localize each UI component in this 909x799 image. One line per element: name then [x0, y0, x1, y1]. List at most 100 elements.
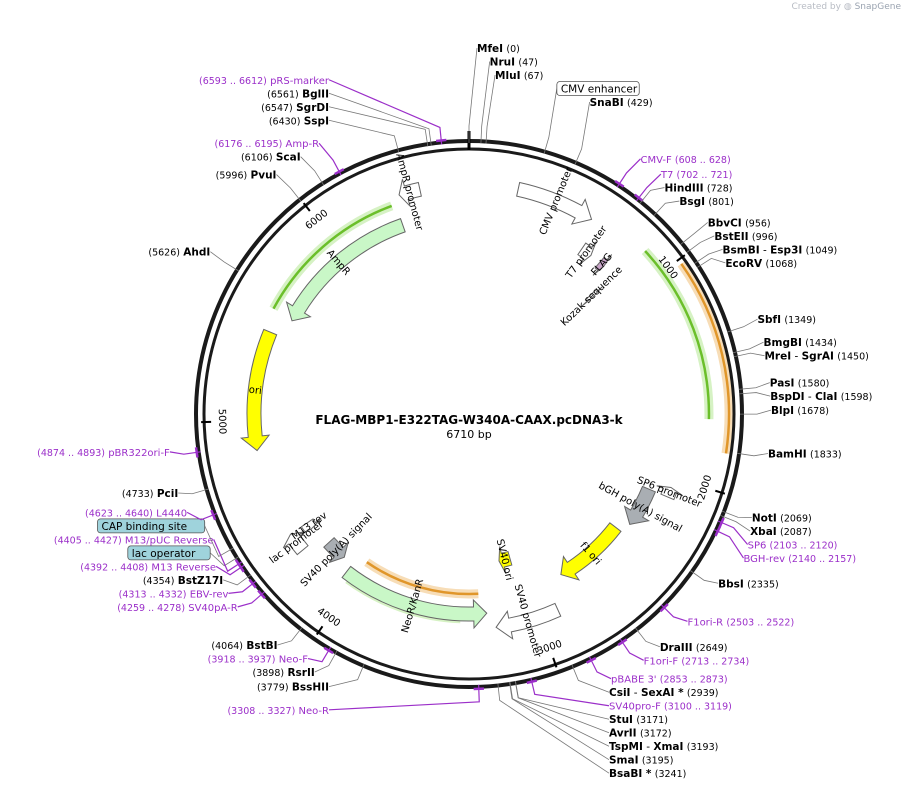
feature-sv40-ori[interactable]	[498, 546, 513, 575]
feature-t7-promoter[interactable]	[577, 241, 597, 265]
site-pasi[interactable]: PasI (1580)	[770, 378, 830, 390]
site-sv40pro-f[interactable]: SV40pro-F (3100 .. 3119)	[609, 702, 732, 713]
site-sbfi[interactable]: SbfI (1349)	[757, 314, 816, 326]
site-cmv-f[interactable]: CMV-F (608 .. 628)	[641, 155, 731, 166]
feature-m13-rev[interactable]	[298, 518, 322, 536]
site-blpi[interactable]: BlpI (1678)	[771, 405, 829, 417]
site-bgh-rev[interactable]: BGH-rev (2140 .. 2157)	[743, 554, 856, 565]
site-noti[interactable]: NotI (2069)	[752, 513, 812, 525]
site-t7[interactable]: T7 (702 .. 721)	[660, 170, 732, 181]
site-amp-r[interactable]: (6176 .. 6195) Amp-R	[215, 139, 320, 150]
tick-mark	[315, 625, 324, 636]
site-bglii[interactable]: (6561) BglII	[267, 88, 329, 100]
site-part: (6593 .. 6612)	[199, 76, 267, 87]
site-sgrdi[interactable]: (6547) SgrDI	[261, 102, 329, 114]
highlight-arc	[366, 561, 479, 596]
site-leader	[276, 174, 302, 202]
feature-bgh-poly-a-signal[interactable]	[623, 485, 657, 525]
site-stui[interactable]: StuI (3171)	[609, 714, 668, 726]
feature-lac-promoter[interactable]	[282, 531, 309, 556]
feature-sp6-promoter[interactable]	[656, 485, 684, 501]
site-cap-binding-site[interactable]: CAP binding site	[97, 518, 206, 534]
site-bstbi[interactable]: (4064) BstBI	[211, 640, 277, 652]
site-bamhi[interactable]: BamHI (1833)	[768, 449, 842, 461]
site-leader	[307, 646, 332, 663]
feature-flag[interactable]	[592, 254, 613, 276]
site-cmv-enhancer[interactable]: CMV enhancer	[556, 81, 640, 96]
site-bsmbi[interactable]: BsmBI - Esp3I (1049)	[723, 244, 838, 256]
site-hindiii[interactable]: HindIII (728)	[664, 183, 732, 195]
site-f1ori-r[interactable]: F1ori-R (2503 .. 2522)	[687, 617, 794, 628]
site-text: TspMI - XmaI (3193)	[609, 741, 718, 753]
site-scai[interactable]: (6106) ScaI	[241, 152, 301, 164]
feature-ampr[interactable]	[285, 218, 406, 322]
site-bstz17i[interactable]: (4354) BstZ17I	[143, 575, 223, 587]
site-ebv-rev[interactable]: (4313 .. 4332) EBV-rev	[119, 589, 229, 600]
feature-ampr-promoter[interactable]	[398, 179, 422, 207]
feature-neor-kanr[interactable]	[341, 565, 488, 630]
site-pbabe-3[interactable]: pBABE 3' (2853 .. 2873)	[611, 675, 728, 686]
site-sspi[interactable]: (6430) SspI	[269, 115, 329, 127]
site-text: (6430) SspI	[269, 115, 329, 127]
site-leader	[530, 677, 610, 707]
feature-sv40-poly-a-signal[interactable]	[323, 536, 349, 563]
site-f1ori-f[interactable]: F1ori-F (2713 .. 2734)	[644, 656, 750, 667]
feature-ori[interactable]	[239, 328, 278, 452]
site-neo-f[interactable]: (3918 .. 3937) Neo-F	[208, 655, 309, 666]
site-sp6[interactable]: SP6 (2103 .. 2120)	[748, 541, 838, 552]
feature-sv40-promoter[interactable]	[495, 602, 562, 640]
site-bbvci[interactable]: BbvCI (956)	[708, 217, 771, 229]
site-text: SmaI (3195)	[609, 755, 673, 767]
site-rsrii[interactable]: (3898) RsrII	[253, 667, 315, 679]
site-m13-puc-reverse[interactable]: (4405 .. 4427) M13/pUC Reverse	[54, 535, 214, 546]
site-pcii[interactable]: (4733) PciI	[122, 488, 178, 500]
site-bsabi[interactable]: BsaBI * (3241)	[609, 768, 686, 780]
site-bbsi[interactable]: BbsI (2335)	[718, 578, 779, 590]
site-smai[interactable]: SmaI (3195)	[609, 755, 673, 767]
site-leader	[328, 119, 400, 153]
tick-mark	[302, 202, 311, 212]
site-bsgi[interactable]: BsgI (801)	[679, 196, 734, 208]
site-pvui[interactable]: (5996) PvuI	[216, 170, 277, 182]
site-snabi[interactable]: SnaBI (429)	[590, 97, 653, 109]
site-mrei[interactable]: MreI - SgrAI (1450)	[764, 351, 868, 363]
primer-mark	[714, 526, 722, 537]
feature-f1-ori[interactable]	[560, 522, 622, 581]
site-mlui[interactable]: MluI (67)	[495, 70, 543, 82]
site-bsteii[interactable]: BstEII (996)	[714, 231, 777, 243]
site-ahdi[interactable]: (5626) AhdI	[148, 247, 210, 259]
site-lac-operator[interactable]: lac operator	[127, 545, 211, 561]
site-xbai[interactable]: XbaI (2087)	[750, 526, 812, 538]
site-l4440[interactable]: (4623 .. 4640) L4440	[85, 508, 187, 519]
site-pbr322ori-f[interactable]: (4874 .. 4893) pBR322ori-F	[37, 448, 170, 459]
site-mfei[interactable]: MfeI (0)	[477, 43, 520, 55]
site-tspmi[interactable]: TspMI - XmaI (3193)	[609, 741, 718, 753]
site-ecorv[interactable]: EcoRV (1068)	[725, 258, 797, 270]
site-text: (4354) BstZ17I	[143, 575, 223, 587]
site-avrii[interactable]: AvrII (3172)	[609, 728, 672, 740]
site-bspdi[interactable]: BspDI - ClaI (1598)	[770, 391, 872, 403]
site-bsshii[interactable]: (3779) BssHII	[257, 682, 329, 694]
site-csii[interactable]: CsiI - SexAI * (2939)	[609, 687, 719, 699]
feature-kozak-sequence[interactable]	[581, 286, 603, 307]
site-leader	[680, 222, 708, 245]
site-m13-reverse[interactable]: (4392 .. 4408) M13 Reverse	[80, 562, 216, 573]
site-part: SbfI	[757, 314, 781, 326]
site-part: SnaBI	[590, 97, 624, 109]
site-part: (2649)	[696, 643, 728, 654]
tick-label: 4000	[315, 606, 342, 630]
site-draiii[interactable]: DraIII (2649)	[660, 642, 728, 654]
site-part: (4392 .. 4408)	[80, 562, 148, 573]
site-text: (6593 .. 6612) pRS-marker	[199, 76, 330, 87]
site-neo-r[interactable]: (3308 .. 3327) Neo-R	[227, 706, 329, 717]
site-text: BGH-rev (2140 .. 2157)	[743, 554, 856, 565]
site-sv40pa-r[interactable]: (4259 .. 4278) SV40pA-R	[117, 603, 238, 614]
site-part: (0)	[506, 44, 519, 55]
site-prs-marker[interactable]: (6593 .. 6612) pRS-marker	[199, 76, 330, 87]
site-bmgbi[interactable]: BmgBI (1434)	[764, 337, 837, 349]
feature-cmv-promoter[interactable]	[516, 181, 593, 225]
site-part: (4313 .. 4332)	[119, 589, 187, 600]
site-nrui[interactable]: NruI (47)	[490, 57, 538, 69]
site-text: pBABE 3' (2853 .. 2873)	[611, 675, 728, 686]
site-leader	[739, 392, 771, 397]
